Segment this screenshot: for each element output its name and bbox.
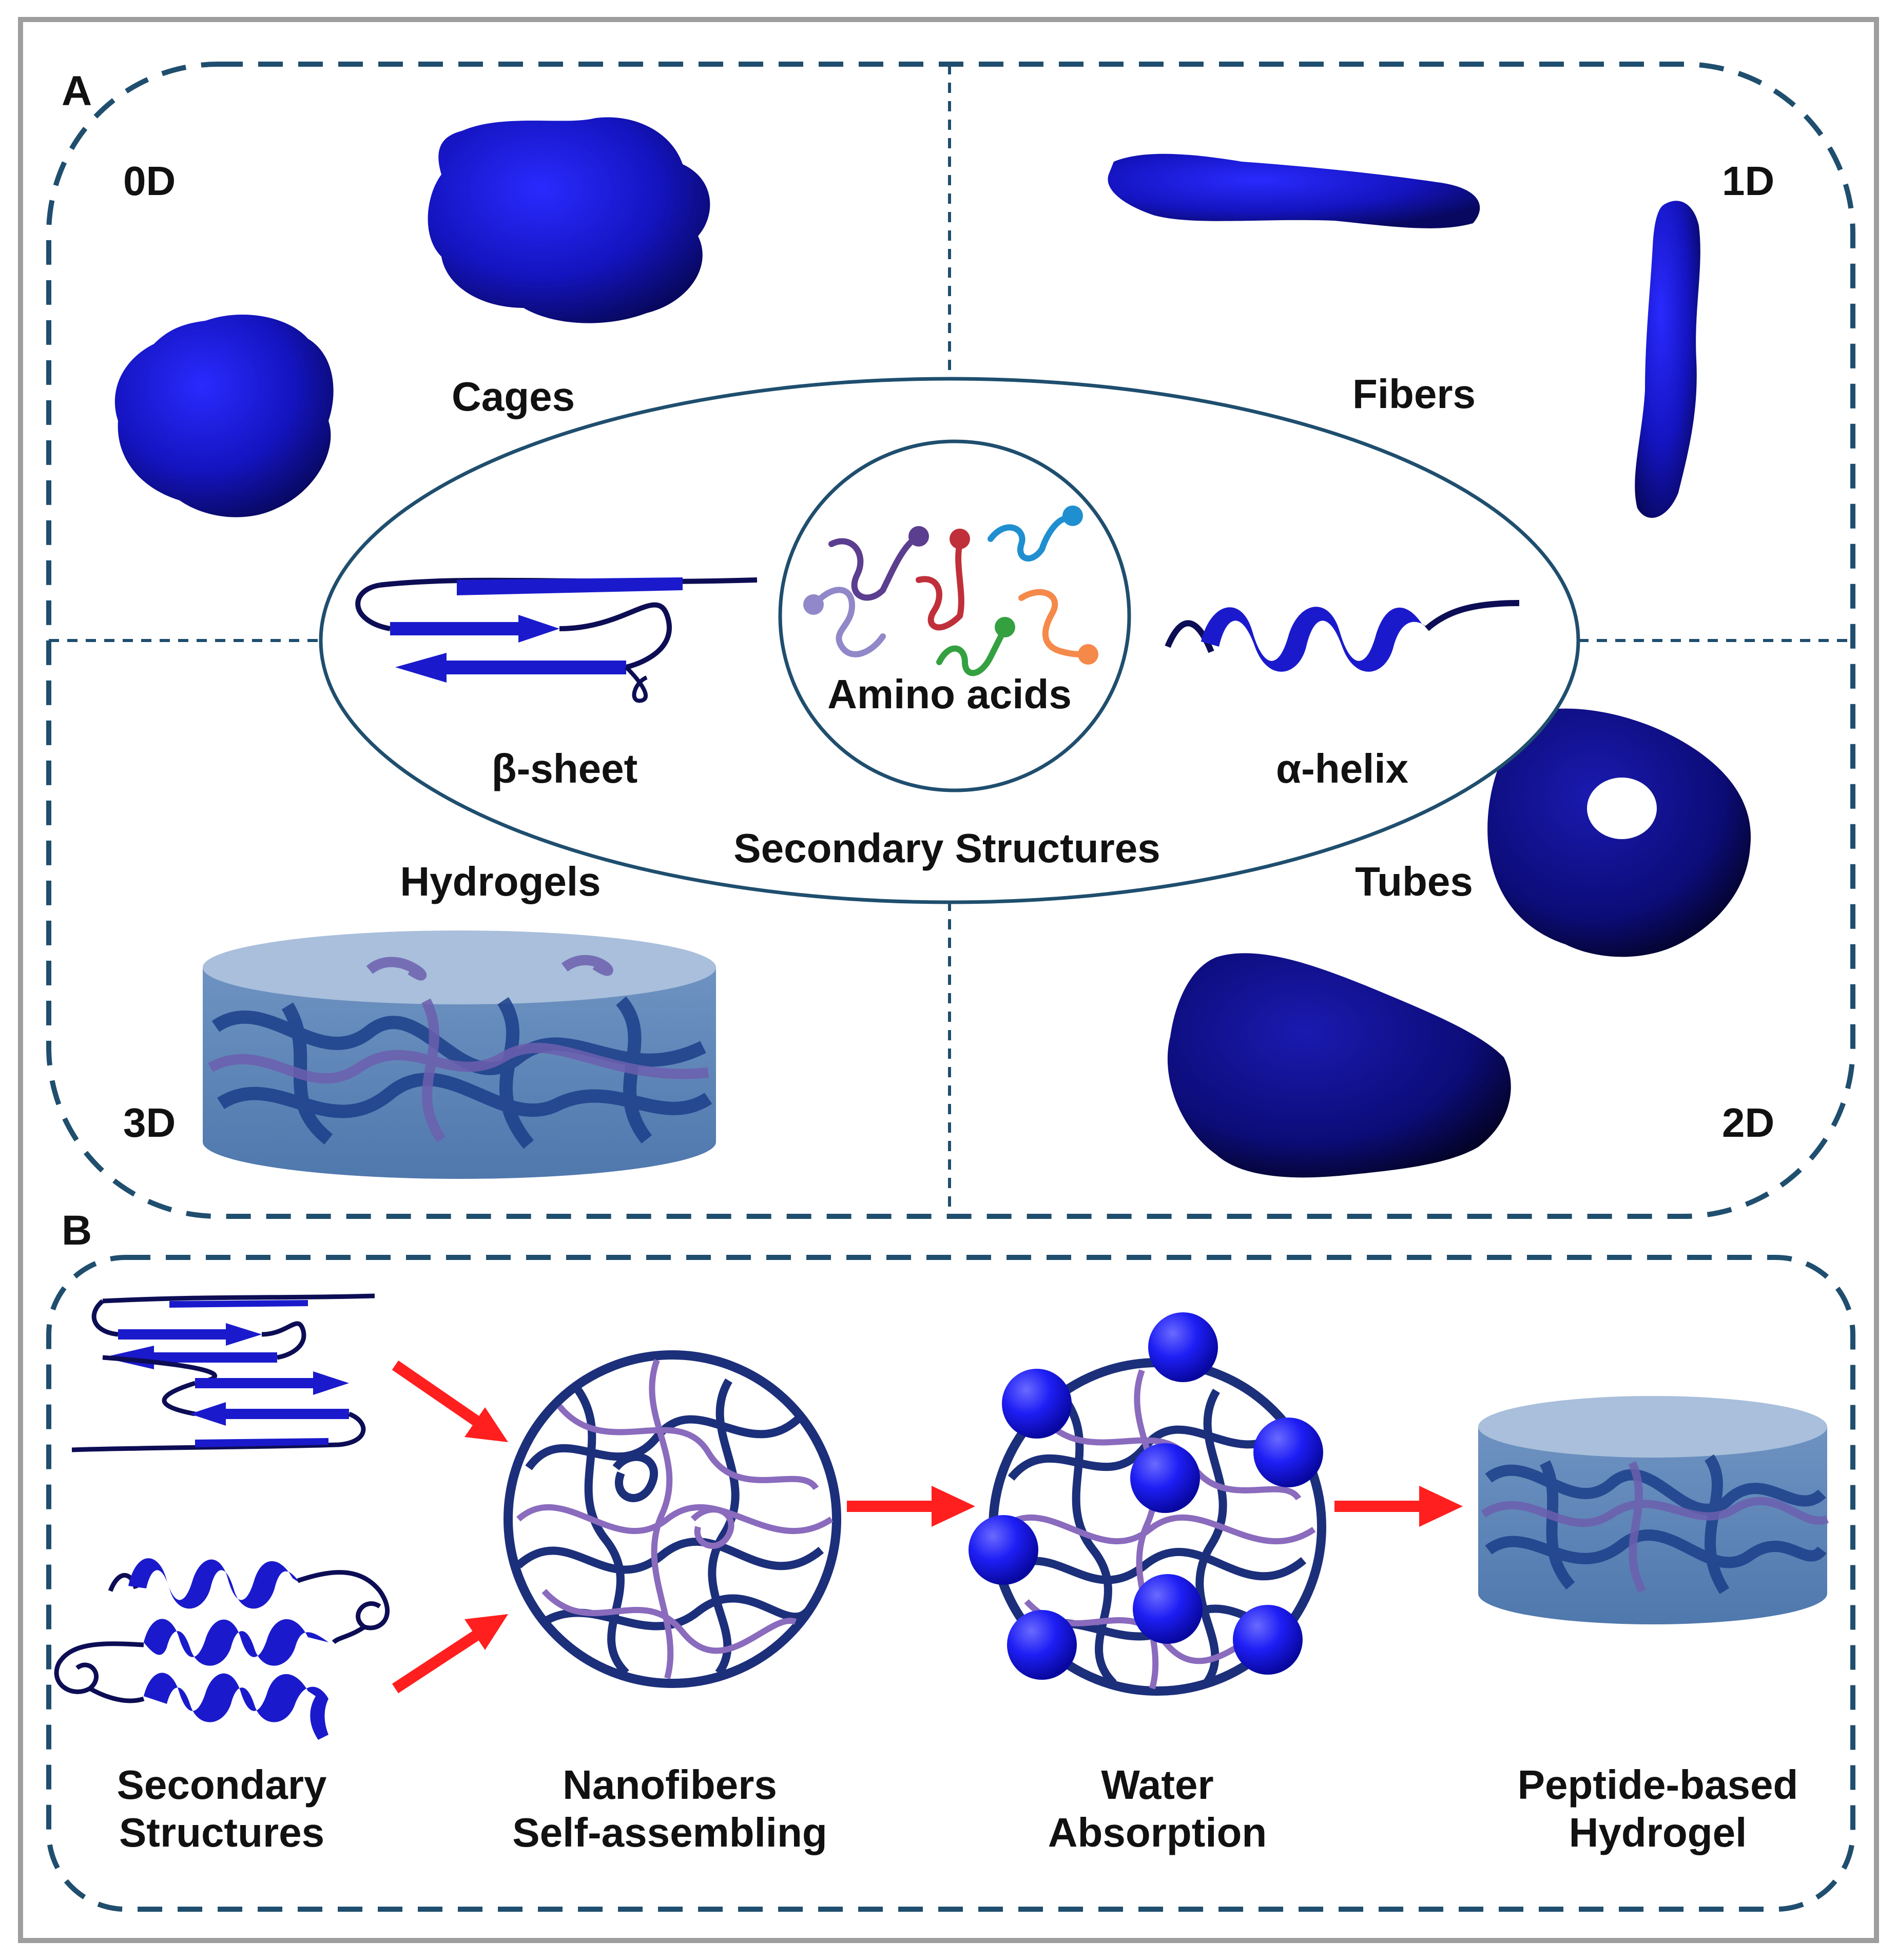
- outer-frame: [18, 17, 1879, 1943]
- cage-blob-small: [114, 314, 334, 517]
- panel-b: B: [46, 1207, 1855, 1912]
- step-2-line-1: Nanofibers: [563, 1762, 777, 1808]
- alpha-helix-stack: [54, 1558, 390, 1740]
- water-molecules: [969, 1312, 1323, 1680]
- fiber-horizontal: [1108, 153, 1480, 228]
- amino-acids-label: Amino acids: [827, 671, 1072, 717]
- alpha-helix-label: α-helix: [1276, 746, 1408, 791]
- step-4-line-1: Peptide-based: [1518, 1762, 1798, 1808]
- secondary-structures-ellipse: Amino acids β-sheet α-helix Secondary St…: [319, 377, 1580, 904]
- beta-sheet-ribbon: [355, 577, 758, 703]
- secondary-structures-title: Secondary Structures: [733, 825, 1160, 871]
- beta-sheet-label: β-sheet: [492, 746, 637, 791]
- peptide-hydrogel-cylinder: [1478, 1396, 1829, 1624]
- step-3-line-1: Water: [1101, 1762, 1213, 1808]
- dimension-label-0d: 0D: [123, 158, 176, 204]
- arrow-to-nanofibers-top: [392, 1360, 508, 1442]
- step-1-line-2: Structures: [119, 1810, 324, 1855]
- dimension-label-2d: 2D: [1722, 1100, 1774, 1146]
- step-1-line-1: Secondary: [117, 1762, 327, 1808]
- hydrogels-label: Hydrogels: [400, 859, 601, 904]
- alpha-helix-ribbon: [1165, 600, 1520, 672]
- arrow-to-hydrogel: [1334, 1486, 1463, 1527]
- step-4-line-2: Hydrogel: [1569, 1810, 1747, 1855]
- nanofiber-ball: [504, 1350, 841, 1688]
- fibers-label: Fibers: [1352, 371, 1476, 417]
- red-arrows: [392, 1360, 1463, 1694]
- panel-a-letter: A: [62, 68, 92, 114]
- beta-sheet-stack: [71, 1293, 375, 1452]
- cage-blob-large: [428, 117, 710, 323]
- dimension-label-3d: 3D: [123, 1100, 176, 1146]
- water-absorption-ball: [969, 1312, 1326, 1696]
- hydrogel-cylinder: [203, 930, 716, 1179]
- amino-acids-circle: [778, 439, 1131, 792]
- tube-ring: [1487, 708, 1751, 957]
- step-labels: Secondary Structures Nanofibers Self-ass…: [117, 1762, 1798, 1855]
- cages-label: Cages: [452, 374, 575, 419]
- panel-b-border: [46, 1255, 1855, 1912]
- step-2-line-2: Self-assembling: [512, 1810, 827, 1855]
- step-3-line-2: Absorption: [1048, 1810, 1267, 1855]
- fiber-vertical: [1635, 201, 1700, 518]
- tubes-label: Tubes: [1355, 859, 1473, 904]
- dimension-label-1d: 1D: [1722, 158, 1774, 204]
- arrow-to-nanofibers-bottom: [392, 1614, 508, 1694]
- amino-acid-strands: [803, 506, 1098, 676]
- panel-a: A 0D Cages 1D Fibers 3D Hydrogels: [46, 62, 1855, 1219]
- tube-side: [1167, 953, 1511, 1178]
- panel-b-letter: B: [62, 1207, 92, 1254]
- arrow-to-water-absorption: [847, 1486, 975, 1527]
